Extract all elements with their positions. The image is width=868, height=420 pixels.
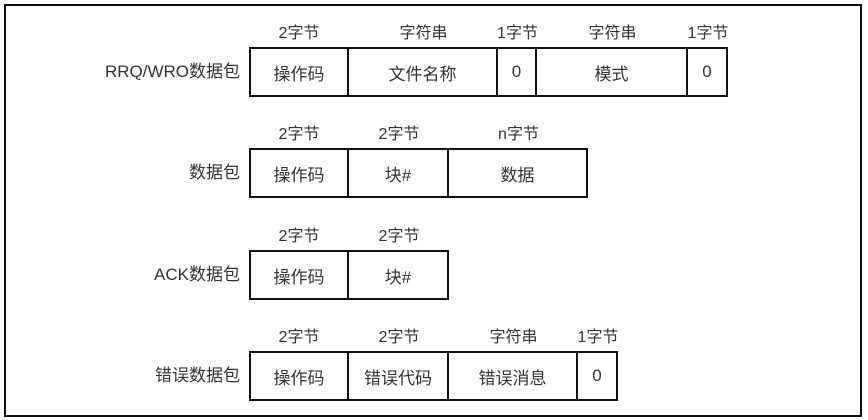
field-size-label: 2字节 — [278, 25, 320, 42]
field-size-label: 1字节 — [687, 25, 729, 42]
field-size-label: 2字节 — [378, 228, 420, 245]
packet-row-data: 数据包 2字节 操作码 2字节 块# n字节 数据 — [0, 122, 588, 198]
field-size-label: 1字节 — [497, 25, 538, 42]
field-cell: 错误消息 — [449, 351, 578, 401]
field-size-label: n字节 — [498, 126, 539, 143]
field-cell: 操作码 — [249, 351, 349, 401]
field-cell: 文件名称 — [349, 47, 498, 97]
field-cell: 模式 — [537, 47, 688, 97]
field-cell: 数据 — [449, 148, 588, 198]
packet-fields: 2字节 操作码 字符串 文件名称 1字节 0 字符串 模式 1字节 0 — [249, 21, 728, 97]
field-size-label: 2字节 — [378, 126, 420, 143]
field-size-label: 2字节 — [278, 228, 320, 245]
field-cell: 操作码 — [249, 250, 349, 300]
field-filename: 字符串 文件名称 — [349, 21, 498, 97]
field-size-label: 1字节 — [577, 329, 619, 346]
field-cell: 操作码 — [249, 148, 349, 198]
field-cell: 块# — [349, 250, 449, 300]
field-zero-byte: 1字节 0 — [688, 21, 728, 97]
field-opcode: 2字节 操作码 — [249, 224, 349, 300]
field-size-label: 字符串 — [399, 25, 448, 42]
field-size-label: 2字节 — [278, 126, 320, 143]
packet-row-ack: ACK数据包 2字节 操作码 2字节 块# — [0, 224, 449, 300]
field-data: n字节 数据 — [449, 122, 588, 198]
packet-row-label: RRQ/WRO数据包 — [104, 62, 240, 81]
packet-row-label: ACK数据包 — [154, 265, 240, 284]
field-cell: 0 — [578, 351, 618, 401]
field-size-label: 字符串 — [489, 329, 538, 346]
field-cell: 错误代码 — [349, 351, 449, 401]
field-size-label: 2字节 — [378, 329, 420, 346]
field-error-message: 字符串 错误消息 — [449, 325, 578, 401]
packet-fields: 2字节 操作码 2字节 块# — [249, 224, 449, 300]
packet-row-rrq-wrq: RRQ/WRO数据包 2字节 操作码 字符串 文件名称 1字节 0 字符串 模式… — [0, 21, 728, 97]
field-mode: 字符串 模式 — [537, 21, 688, 97]
field-size-label: 字符串 — [588, 25, 637, 42]
field-cell: 0 — [498, 47, 537, 97]
field-cell: 操作码 — [249, 47, 349, 97]
field-size-label: 2字节 — [278, 329, 320, 346]
field-zero-byte: 1字节 0 — [497, 21, 538, 97]
packet-fields: 2字节 操作码 2字节 错误代码 字符串 错误消息 1字节 0 — [249, 325, 618, 401]
field-opcode: 2字节 操作码 — [249, 325, 349, 401]
field-zero-byte: 1字节 0 — [578, 325, 618, 401]
field-opcode: 2字节 操作码 — [249, 122, 349, 198]
field-opcode: 2字节 操作码 — [249, 21, 349, 97]
packet-row-label: 数据包 — [189, 163, 240, 182]
field-block-number: 2字节 块# — [349, 224, 449, 300]
field-block-number: 2字节 块# — [349, 122, 449, 198]
packet-row-label: 错误数据包 — [155, 366, 240, 385]
field-cell: 0 — [688, 47, 728, 97]
packet-fields: 2字节 操作码 2字节 块# n字节 数据 — [249, 122, 588, 198]
packet-row-error: 错误数据包 2字节 操作码 2字节 错误代码 字符串 错误消息 1字节 0 — [0, 325, 618, 401]
field-cell: 块# — [349, 148, 449, 198]
field-error-code: 2字节 错误代码 — [349, 325, 449, 401]
